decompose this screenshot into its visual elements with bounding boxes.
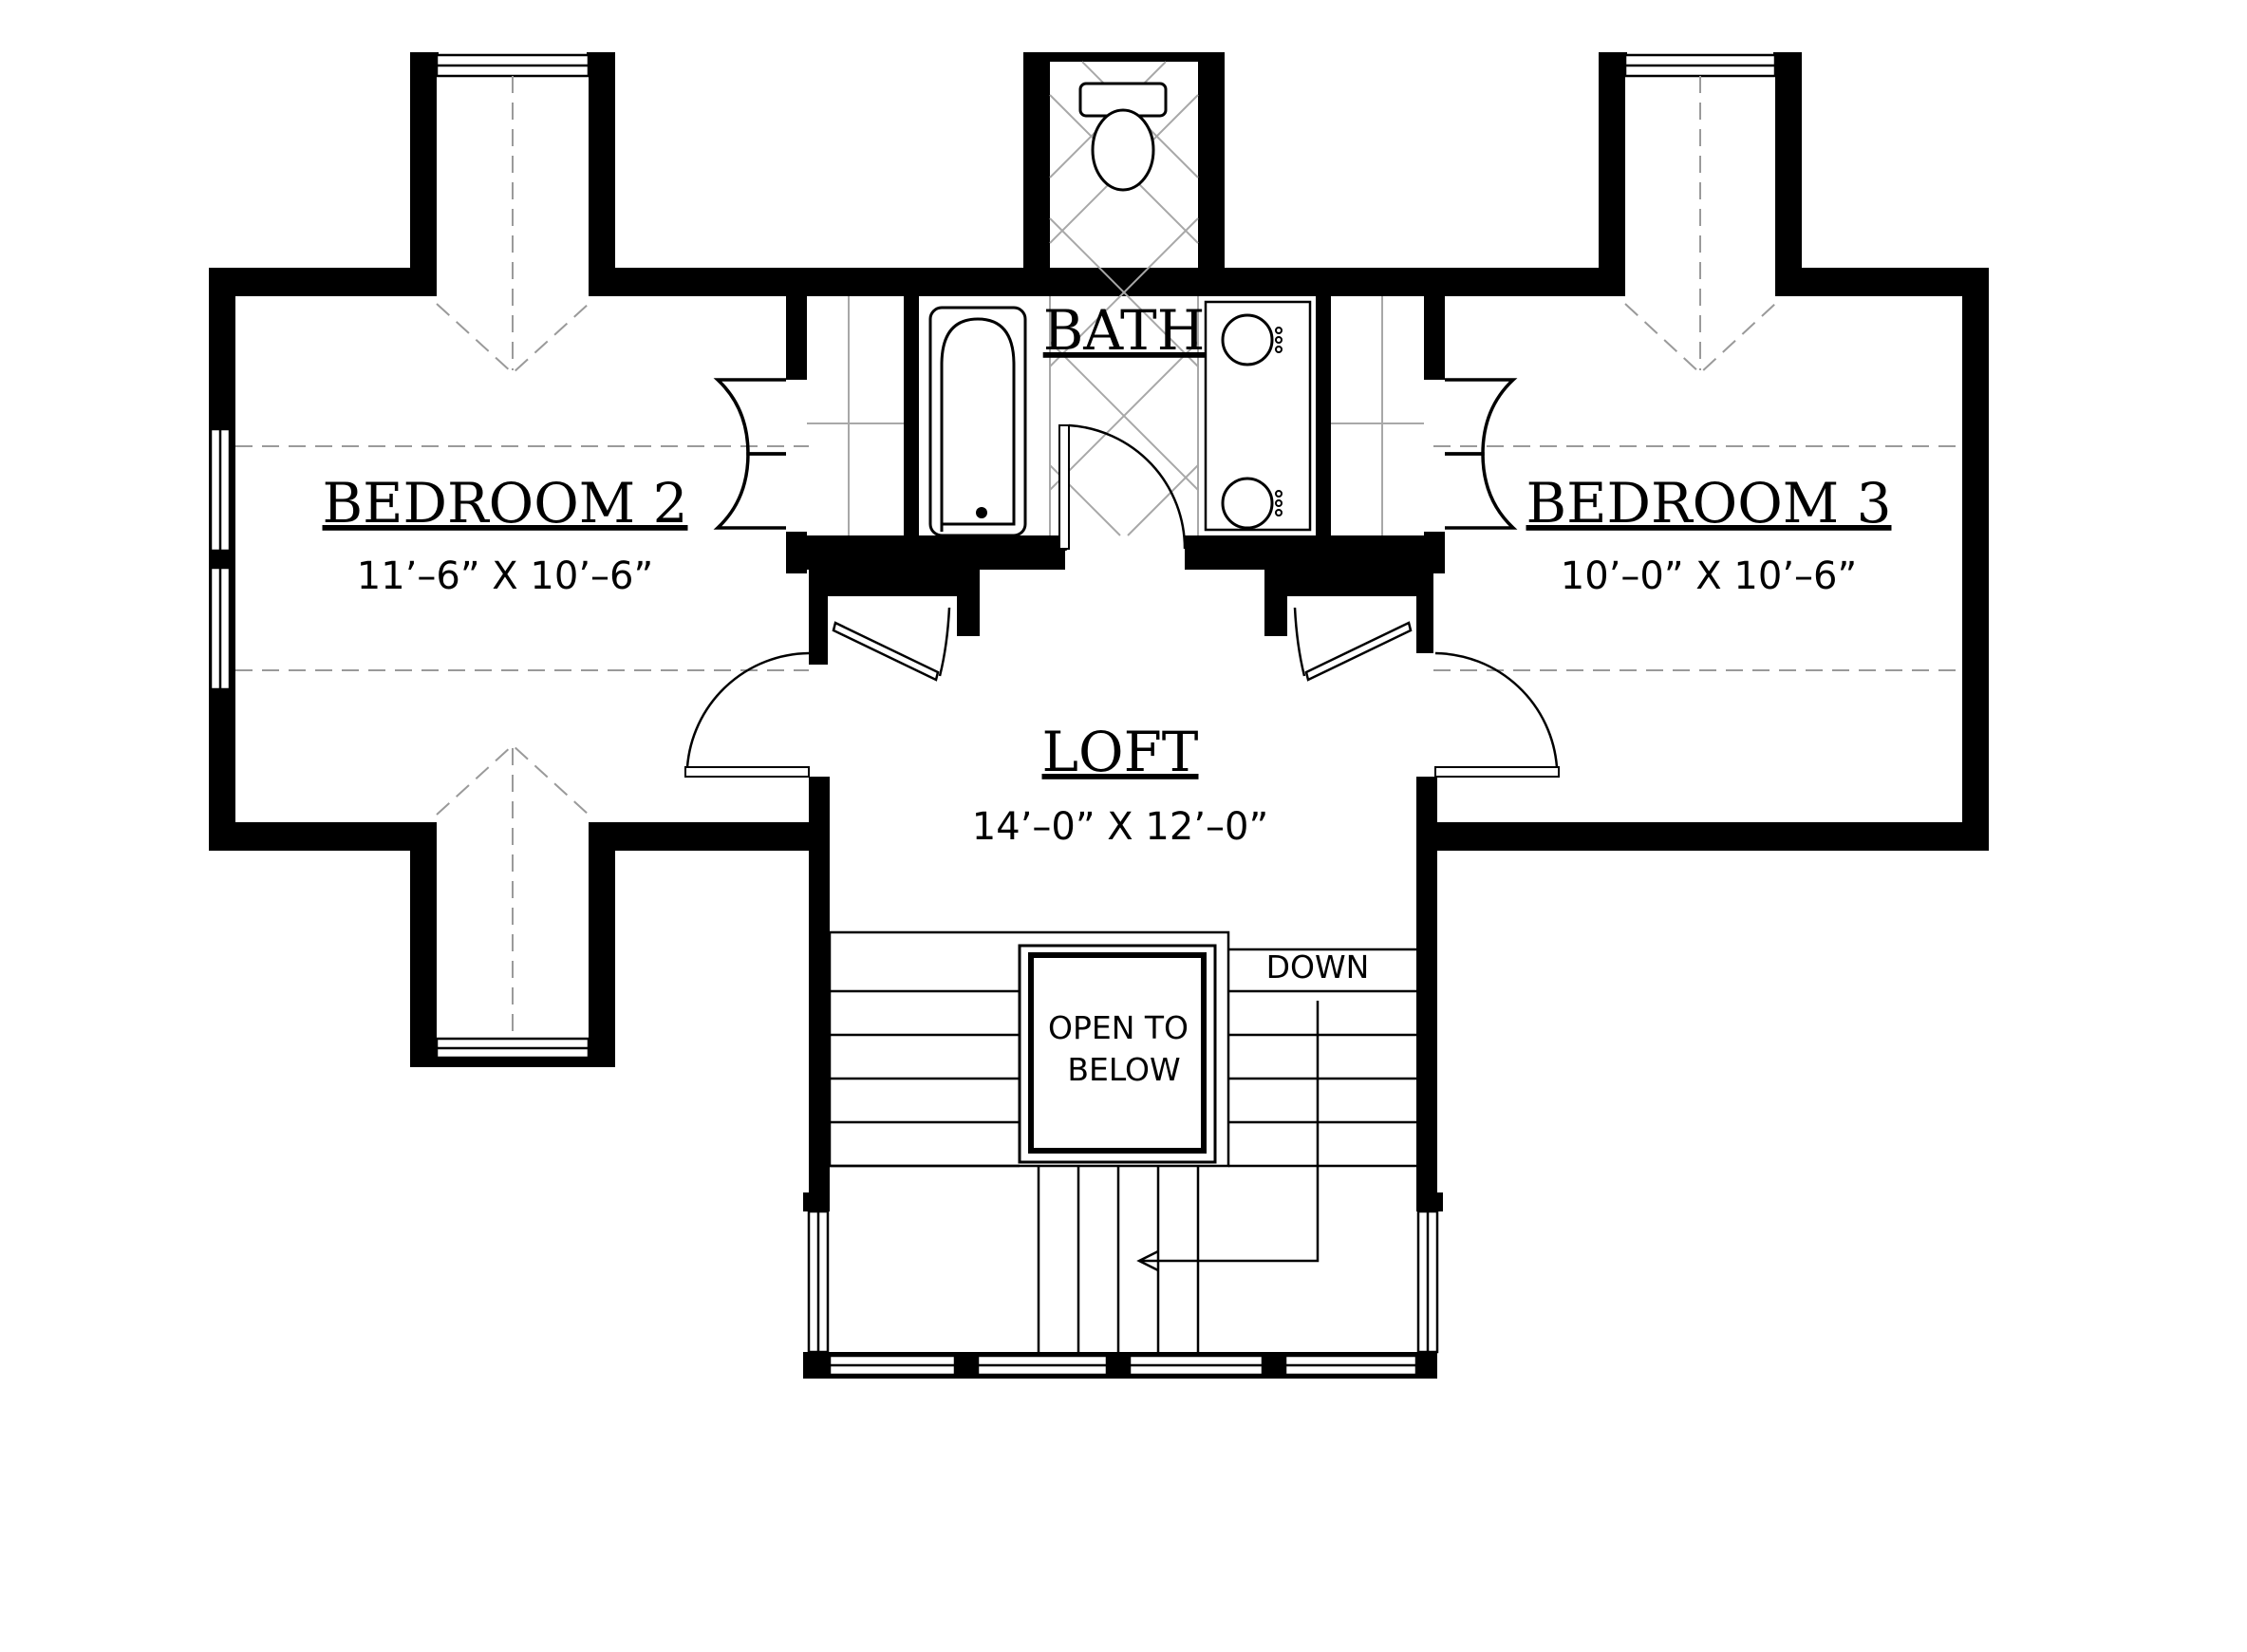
closet-door-left[interactable] [713,378,786,530]
loft-closet-door-right[interactable] [1293,607,1413,682]
bathtub-icon [928,306,1027,537]
closet-shelving [807,296,1424,535]
bath-door[interactable] [1058,423,1187,551]
staircase [828,930,1416,1352]
closet-door-right[interactable] [1445,378,1518,530]
open-to-below-railing [1018,944,1217,1164]
bedroom-3-name: BEDROOM 3 [1526,471,1892,535]
stairs-down-label: DOWN [1266,948,1370,986]
bedroom-3-door[interactable] [1434,651,1560,778]
bath-walls [786,52,1445,573]
room-labels: BEDROOM 2 11’–6” X 10’–6” BEDROOM 3 10’–… [323,298,1892,1088]
stair-direction-arrow [1136,1001,1320,1272]
loft-closet-door-left[interactable] [832,607,951,682]
toilet-icon [1078,82,1168,192]
bedroom-2-ceiling-lines [235,76,809,1039]
bedroom-2-dormer-windows [209,53,590,1060]
bedroom-3-size: 10’–0” X 10’–6” [1561,554,1857,598]
open-to-below-line2: BELOW [1067,1051,1180,1088]
loft-size: 14’–0” X 12’–0” [972,805,1268,849]
bedroom-2-walls [209,52,809,1067]
bedroom-3-dormer-window [1623,53,1777,78]
loft-front-windows [803,1192,1443,1379]
open-to-below-line1: OPEN TO [1048,1009,1189,1046]
bath-name: BATH [1043,298,1206,363]
bedroom-3-walls [1424,52,1989,851]
bedroom-2-name: BEDROOM 2 [323,471,688,535]
loft-name: LOFT [1042,720,1199,784]
bedroom-2-size: 11’–6” X 10’–6” [357,554,653,598]
sink-icon [1204,300,1312,532]
bedroom-2-door[interactable] [684,651,810,778]
bedroom-3-ceiling-lines [1433,76,1962,671]
